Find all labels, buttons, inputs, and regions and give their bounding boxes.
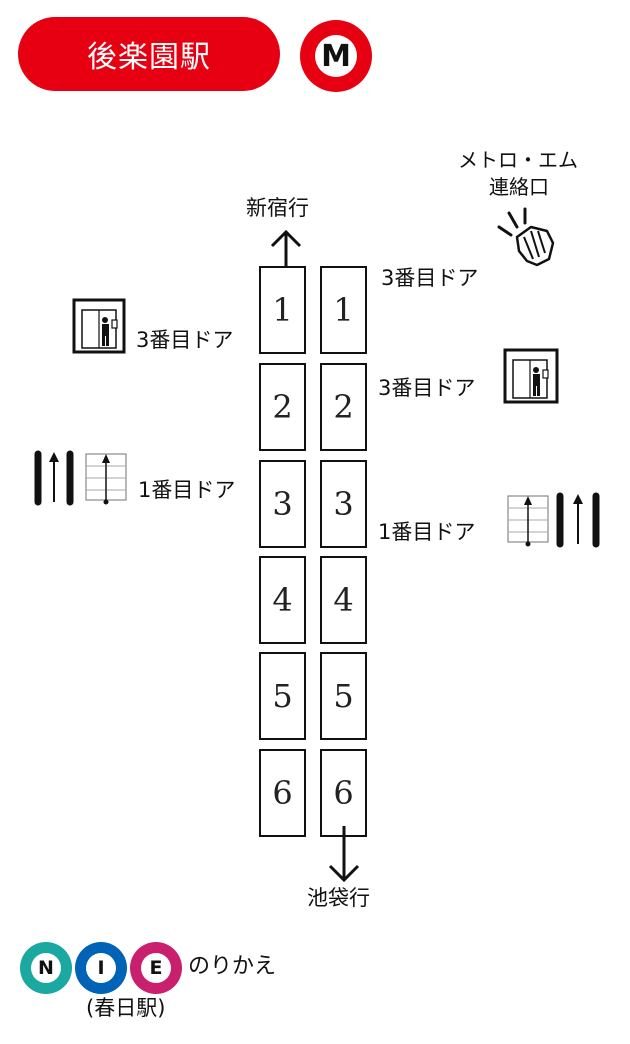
metro-logo-icon: M: [300, 20, 372, 92]
escalator-icon: [507, 492, 600, 548]
transfer-label: のりかえ: [188, 954, 277, 979]
car-right-5: 5: [320, 652, 367, 740]
car-left-1: 1: [259, 266, 306, 354]
metro-logo-letter: M: [315, 35, 357, 77]
down-arrow-icon: [328, 826, 360, 883]
car-left-2: 2: [259, 363, 306, 451]
car-right-2: 2: [320, 363, 367, 451]
car-left-3: 3: [259, 460, 306, 548]
right-elevator-door-label: 3番目ドア: [378, 376, 476, 400]
line-badge-e-icon: E: [130, 942, 182, 994]
car-left-5: 5: [259, 652, 306, 740]
left-elevator-door-label: 3番目ドア: [136, 328, 234, 352]
line-badge-i-icon: I: [75, 942, 127, 994]
elevator-icon: [72, 298, 126, 354]
car-right-6: 6: [320, 749, 367, 837]
left-escalator-door-label: 1番目ドア: [138, 478, 236, 502]
car-left-4: 4: [259, 556, 306, 644]
transfer-station-label: (春日駅): [86, 996, 166, 1020]
direction-top-label: 新宿行: [246, 196, 309, 220]
car-right-4: 4: [320, 556, 367, 644]
escalator-icon: [34, 450, 127, 506]
station-name: 後楽園駅: [87, 40, 211, 75]
direction-bottom-label: 池袋行: [307, 886, 370, 910]
right-escalator-door-label: 1番目ドア: [378, 520, 476, 544]
right-top-door-label: 3番目ドア: [381, 266, 479, 290]
station-name-pill: 後楽園駅: [18, 17, 280, 91]
elevator-icon: [503, 348, 559, 404]
hand-touch-icon: [497, 207, 555, 267]
line-badge-n-icon: N: [20, 942, 72, 994]
car-right-3: 3: [320, 460, 367, 548]
car-left-6: 6: [259, 749, 306, 837]
metro-m-label-line1: メトロ・エム: [458, 148, 578, 172]
metro-m-label-line2: 連絡口: [489, 175, 549, 199]
car-right-1: 1: [320, 266, 367, 354]
